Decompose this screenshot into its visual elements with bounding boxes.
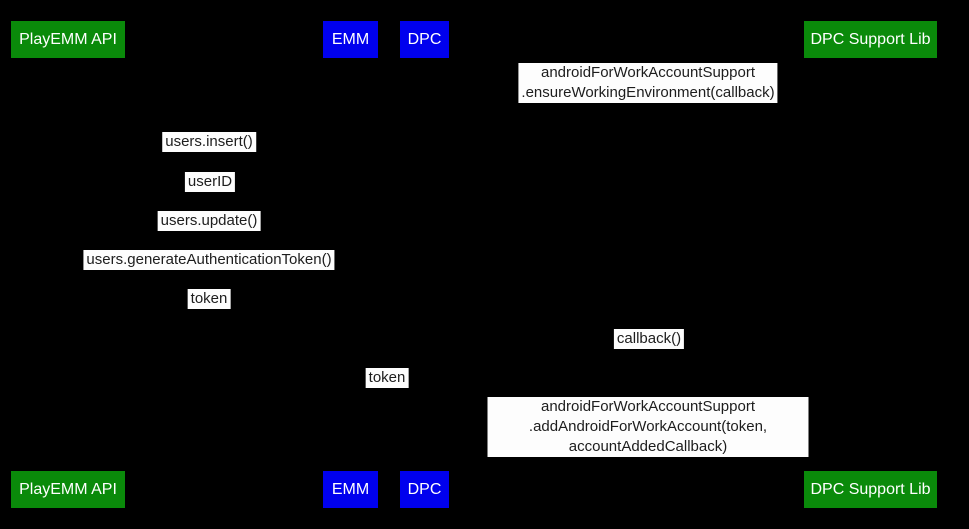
actor-playemm-api-top: PlayEMM API (11, 21, 125, 58)
actor-dpc-top: DPC (400, 21, 449, 58)
message-generate-authentication-token: users.generateAuthenticationToken() (83, 250, 335, 270)
actor-dpc-support-lib-bottom: DPC Support Lib (804, 471, 937, 508)
actor-playemm-api-bottom: PlayEMM API (11, 471, 125, 508)
message-ensure-working-environment: androidForWorkAccountSupport .ensureWork… (518, 63, 778, 103)
actor-emm-top: EMM (323, 21, 378, 58)
actor-dpc-support-lib-top: DPC Support Lib (804, 21, 937, 58)
message-token-to-emm: token (187, 289, 231, 309)
message-token-to-dpc: token (365, 368, 409, 388)
actor-dpc-bottom: DPC (400, 471, 449, 508)
actor-emm-bottom: EMM (323, 471, 378, 508)
message-callback: callback() (613, 329, 685, 349)
message-userid: userID (184, 172, 236, 192)
message-users-insert: users.insert() (162, 132, 256, 152)
message-add-android-for-work-account: androidForWorkAccountSupport .addAndroid… (487, 397, 809, 457)
message-users-update: users.update() (157, 211, 261, 231)
